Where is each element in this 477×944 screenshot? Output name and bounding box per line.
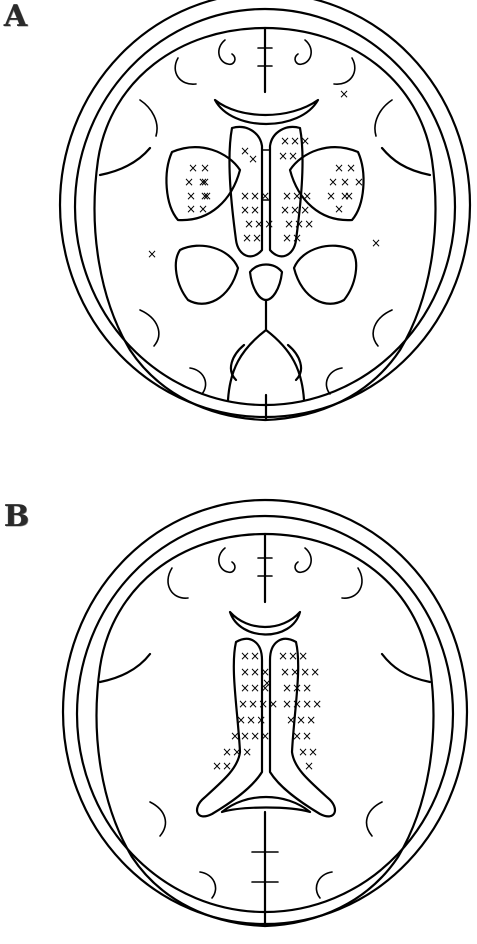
marker-group-a: × × × ×× × ×× × ×× ×× ×× ×× × × ×× × ×× … <box>147 87 381 261</box>
axial-brain-section-a: × × × ×× × ×× × ×× ×× ×× ×× × × ×× × ×× … <box>0 0 477 472</box>
svg-text:×: × <box>334 202 344 216</box>
svg-text:×××: ××× <box>280 203 310 217</box>
temporal-region-left-a <box>176 246 238 304</box>
panel-b: B × ××××× <box>0 472 477 944</box>
svg-text:×××: ××× <box>222 745 252 759</box>
svg-text:××: ×× <box>282 231 302 245</box>
marker-group-b: × ××××× ××××××× ××××××× ××××× ××××××× ××… <box>212 649 322 773</box>
svg-text:××: ×× <box>278 149 298 163</box>
svg-text:××××: ×××× <box>230 729 270 743</box>
svg-text:××: ×× <box>240 203 260 217</box>
svg-text:×××: ××× <box>236 713 266 727</box>
svg-text:×××: ××× <box>278 649 308 663</box>
svg-text:×××: ××× <box>244 217 274 231</box>
svg-text:×: × <box>188 161 198 175</box>
svg-text:×: × <box>200 175 210 189</box>
svg-text:××: ×× <box>242 231 262 245</box>
svg-text:×××: ××× <box>240 665 270 679</box>
svg-text:×××: ××× <box>280 134 310 148</box>
svg-text:×: × <box>186 202 196 216</box>
svg-text:×: × <box>334 161 344 175</box>
svg-text:×: × <box>147 247 157 261</box>
svg-text:×: × <box>248 152 258 166</box>
svg-text:××××: ×××× <box>280 665 320 679</box>
svg-text:×: × <box>371 236 381 250</box>
svg-text:×××: ××× <box>282 189 312 203</box>
svg-text:×: × <box>304 759 314 773</box>
svg-text:×: × <box>200 161 210 175</box>
svg-text:×××: ××× <box>282 681 312 695</box>
svg-text:×: × <box>344 189 354 203</box>
svg-text:××: ×× <box>212 759 232 773</box>
svg-text:×××: ××× <box>286 713 316 727</box>
svg-text:×: × <box>339 87 349 101</box>
svg-text:×: × <box>346 161 356 175</box>
axial-brain-section-b: × ××××× ××××××× ××××××× ××××× ××××××× ××… <box>0 472 477 944</box>
svg-text:××: ×× <box>240 649 260 663</box>
svg-text:×: × <box>328 175 338 189</box>
genu-a <box>215 100 318 124</box>
svg-text:×××: ××× <box>284 217 314 231</box>
temporal-region-right-a <box>294 246 356 304</box>
svg-text:××××: ×××× <box>238 697 278 711</box>
panel-a: A <box>0 0 477 472</box>
genu-b <box>230 612 300 635</box>
svg-text:× ×: × × <box>340 175 364 189</box>
svg-text:×××: ××× <box>240 189 270 203</box>
svg-text:×: × <box>202 189 212 203</box>
svg-text:××: ×× <box>298 745 318 759</box>
svg-text:×××: ××× <box>240 681 270 695</box>
svg-text:××××: ×××× <box>282 697 322 711</box>
svg-text:×: × <box>198 202 208 216</box>
midbrain-a <box>250 265 282 301</box>
svg-text:××: ×× <box>292 729 312 743</box>
